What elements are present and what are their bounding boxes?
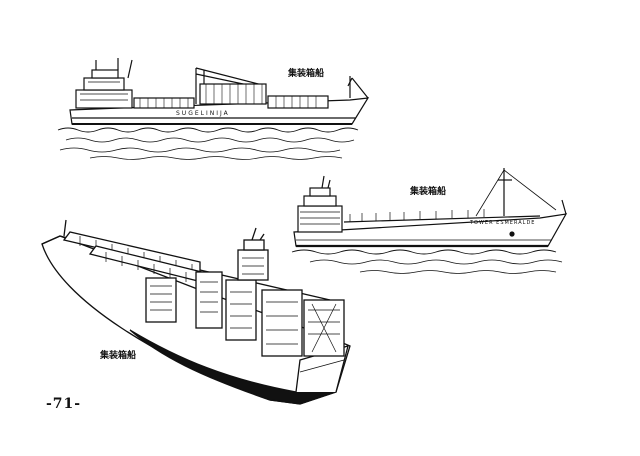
top-ship-caption: 集装箱船 xyxy=(288,69,325,79)
top-ship-drawing xyxy=(57,58,370,160)
right-ship-hull-text: TOWER ESMERALDE xyxy=(470,220,536,226)
right-ship-drawing xyxy=(291,168,568,274)
right-ship-caption: 集装箱船 xyxy=(410,187,447,197)
top-ship-hull-text: SUGELINIJA xyxy=(176,110,230,117)
page-number: -71- xyxy=(46,396,82,412)
bottom-ship-caption: 集装箱船 xyxy=(100,351,137,361)
bottom-ship-drawing xyxy=(41,219,351,405)
